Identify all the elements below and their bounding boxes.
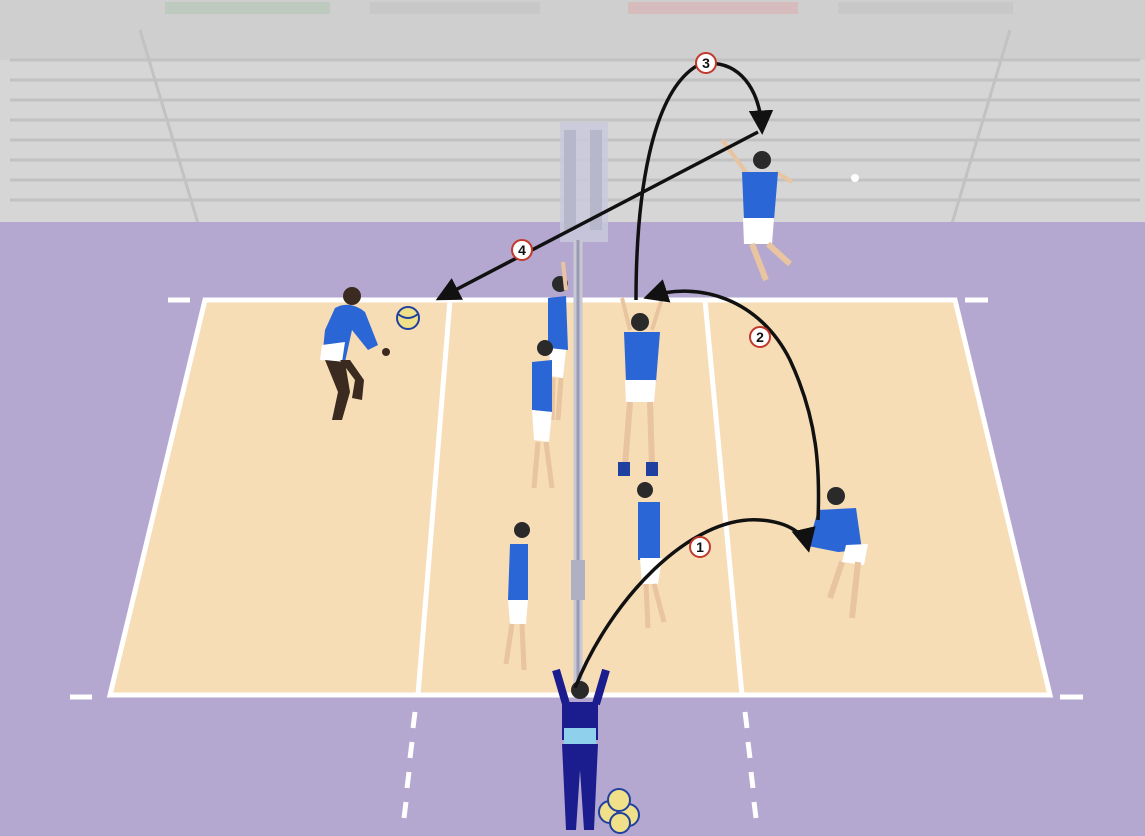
ball-attack xyxy=(851,174,859,182)
scoreboard-right xyxy=(838,2,1013,14)
player-blocker-1 xyxy=(548,261,568,421)
player-setter xyxy=(618,297,664,476)
coach xyxy=(552,668,610,830)
trajectory-3 xyxy=(634,61,774,301)
trajectories xyxy=(435,61,821,689)
scoreboard-left xyxy=(165,2,330,14)
player-attacker xyxy=(720,138,794,282)
step-label-2: 2 xyxy=(749,326,771,348)
step-number-4: 4 xyxy=(518,242,526,258)
step-label-3: 3 xyxy=(695,52,717,74)
trajectory-2 xyxy=(643,279,821,521)
step-number-1: 1 xyxy=(696,539,704,555)
step-label-1: 1 xyxy=(689,536,711,558)
player-receiver-right xyxy=(808,487,868,619)
ball-basket xyxy=(598,788,640,834)
scoreboard-center-left xyxy=(370,2,540,14)
player-blocker-2 xyxy=(531,340,555,489)
step-number-2: 2 xyxy=(756,329,764,345)
trajectory-4 xyxy=(435,130,759,301)
step-label-4: 4 xyxy=(511,239,533,261)
scoreboard-center-right xyxy=(628,2,798,14)
court-lines xyxy=(70,297,1083,819)
trajectory-1 xyxy=(573,518,816,689)
player-middle-back-left xyxy=(503,522,530,671)
step-number-3: 3 xyxy=(702,55,710,71)
player-receiver-left xyxy=(320,287,390,420)
net xyxy=(560,122,608,690)
